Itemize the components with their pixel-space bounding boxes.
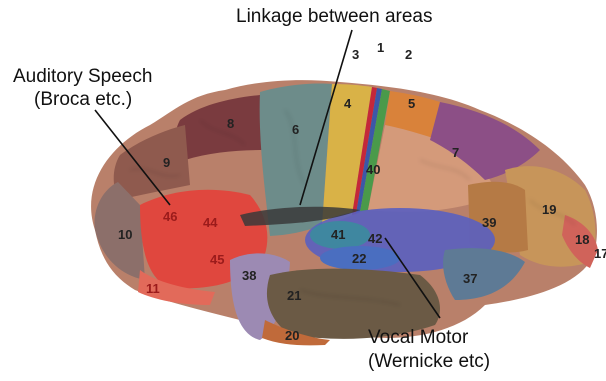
area-label-4: 4 <box>344 96 351 111</box>
area-label-2: 2 <box>405 47 412 62</box>
area-label-44: 44 <box>203 215 217 230</box>
area-label-22: 22 <box>352 251 366 266</box>
area-label-38: 38 <box>242 268 256 283</box>
auditory-caption-line1: Auditory Speech <box>13 66 152 88</box>
area-label-5: 5 <box>408 96 415 111</box>
area-label-21: 21 <box>287 288 301 303</box>
area-label-42: 42 <box>368 231 382 246</box>
auditory-caption-line2: (Broca etc.) <box>34 89 132 111</box>
vocal-caption-line2: (Wernicke etc) <box>368 351 490 373</box>
area-label-41: 41 <box>331 227 345 242</box>
area-label-18: 18 <box>575 232 589 247</box>
area-label-20: 20 <box>285 328 299 343</box>
area-label-39: 39 <box>482 215 496 230</box>
area-label-37: 37 <box>463 271 477 286</box>
area-label-46: 46 <box>163 209 177 224</box>
area-label-45: 45 <box>210 252 224 267</box>
area-label-17: 17 <box>594 246 606 261</box>
area-label-6: 6 <box>292 122 299 137</box>
area-label-40: 40 <box>366 162 380 177</box>
area-label-10: 10 <box>118 227 132 242</box>
area-label-3: 3 <box>352 47 359 62</box>
area-label-11: 11 <box>146 281 160 296</box>
area-label-8: 8 <box>227 116 234 131</box>
area-label-7: 7 <box>452 145 459 160</box>
area-label-19: 19 <box>542 202 556 217</box>
area-label-1: 1 <box>377 40 384 55</box>
linkage-caption: Linkage between areas <box>236 6 432 28</box>
vocal-caption-line1: Vocal Motor <box>368 327 468 349</box>
area-label-9: 9 <box>163 155 170 170</box>
